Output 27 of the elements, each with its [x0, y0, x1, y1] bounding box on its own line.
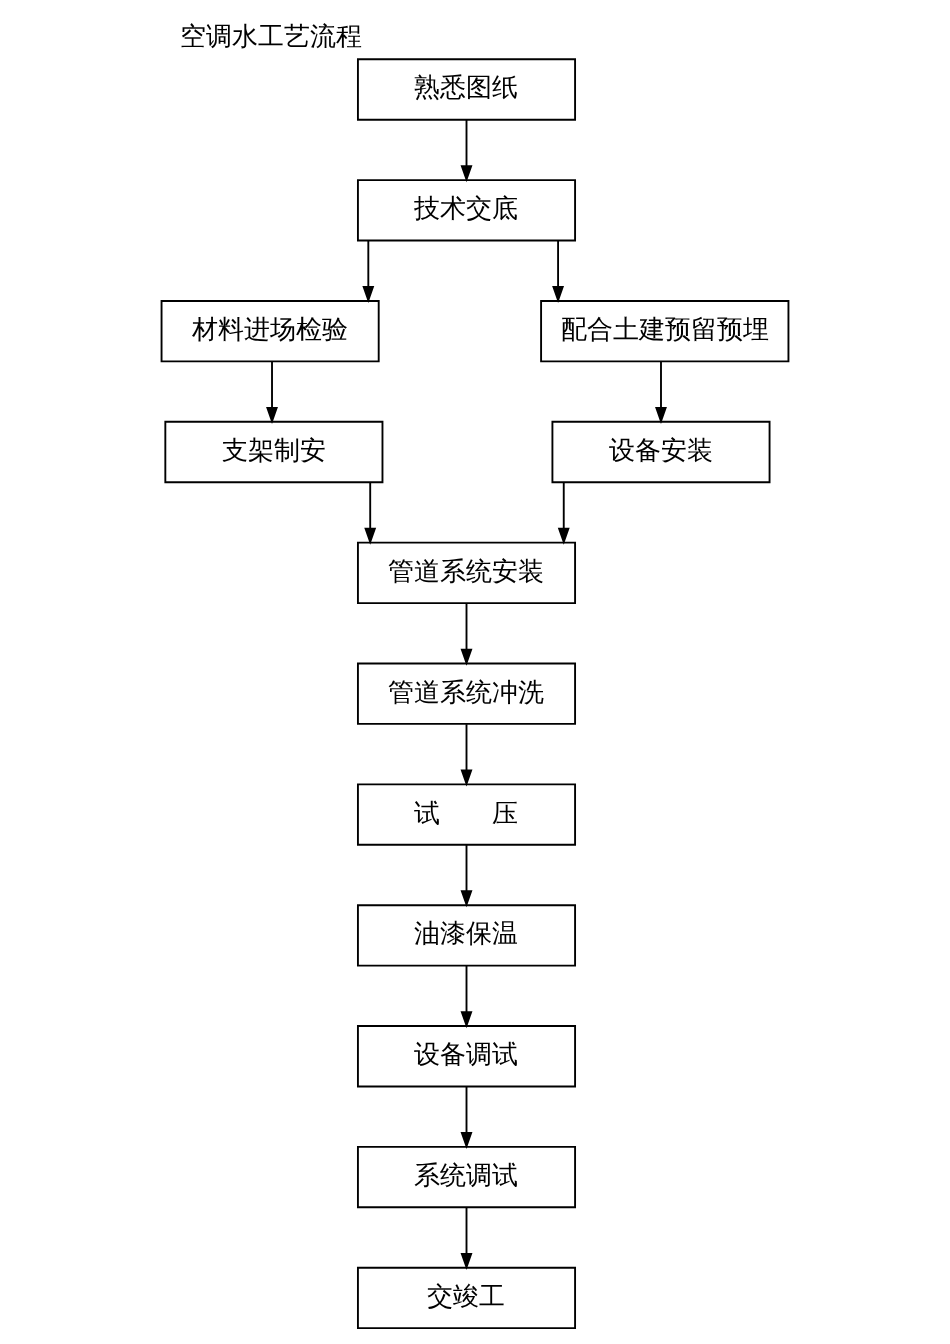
arrow: [655, 360, 667, 424]
node-box: 设备安装: [551, 420, 771, 484]
arrow: [460, 844, 473, 908]
arrow: [460, 964, 473, 1029]
arrow: [460, 1085, 473, 1150]
arrow: [557, 481, 570, 545]
node-box: 油漆保温: [357, 904, 577, 967]
node-box: 系统调试: [357, 1145, 577, 1209]
arrow: [266, 360, 278, 424]
arrow: [362, 239, 375, 304]
arrow: [460, 119, 473, 183]
arrow: [460, 723, 473, 787]
diagram-title: 空调水工艺流程: [180, 19, 363, 51]
node-box: 管道系统冲洗: [357, 662, 577, 725]
node-box: 交竣工: [357, 1266, 577, 1330]
node-box: 设备调试: [357, 1025, 577, 1088]
arrow: [460, 602, 473, 666]
node-box: 支架制安: [164, 420, 384, 484]
node-box: 配合土建预留预埋: [540, 300, 790, 363]
node-box: 技术交底: [357, 179, 577, 242]
node-box: 材料进场检验: [160, 300, 380, 363]
arrow: [552, 239, 565, 304]
arrow: [460, 1206, 473, 1270]
arrow: [364, 481, 377, 545]
node-box: 试 压: [357, 783, 577, 846]
node-box: 熟悉图纸: [357, 58, 577, 121]
node-box: 管道系统安装: [357, 541, 577, 605]
